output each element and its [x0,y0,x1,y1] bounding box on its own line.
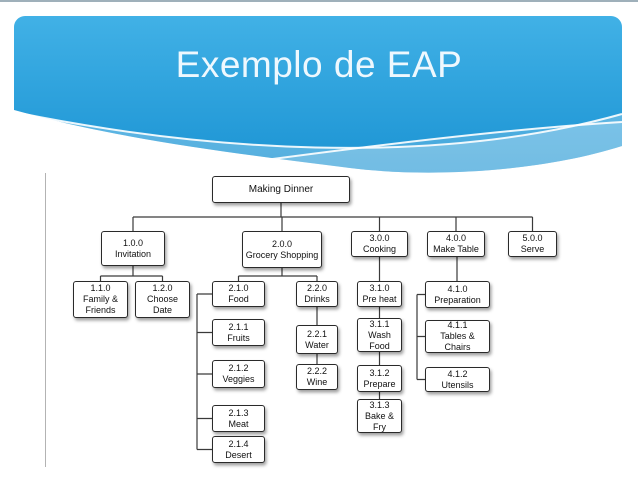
wbs-node-2-1-4: 2.1.4 Desert [212,436,265,463]
connector-grocery-children [237,268,318,281]
node-code: 5.0.0 [522,233,543,243]
wbs-node-3-1-1: 3.1.1 Wash Food [357,318,402,352]
node-label: Making Dinner [248,184,314,195]
node-code: 2.2.0 [306,283,328,293]
node-label: Veggies [222,374,255,384]
node-code: 4.1.0 [447,283,468,294]
slide-title: Exemplo de EAP [175,44,463,85]
wbs-node-2-1-1: 2.1.1 Fruits [212,319,265,346]
wbs-node-1-2-0: 1.2.0 Choose Date [135,281,190,318]
connector-preparation-ladder [416,293,425,381]
wbs-node-4-1-2: 4.1.2 Utensils [425,367,490,392]
wbs-node-1-0-0: 1.0.0 Invitation [101,231,165,266]
wbs-node-5-0-0: 5.0.0 Serve [508,231,557,257]
wbs-node-2-1-0: 2.1.0 Food [212,281,265,307]
node-label: Make Table [433,244,479,254]
wbs-node-4-1-1: 4.1.1 Tables & Chairs [425,320,490,353]
wbs-node-2-1-2: 2.1.2 Veggies [212,360,265,388]
node-code: 2.1.4 [228,438,249,449]
header-wave-fill-2 [140,122,622,177]
node-code: 3.1.2 [369,367,390,378]
wbs-node-2-1-3: 2.1.3 Meat [212,405,265,432]
node-code: 2.1.3 [228,407,249,418]
wbs-node-1-1-0: 1.1.0 Family & Friends [73,281,128,318]
node-label: Wash Food [368,329,391,351]
header-wave-fill-1 [14,110,622,173]
wbs-node-3-0-0: 3.0.0 Cooking [351,231,408,257]
node-code: 3.0.0 [369,233,390,243]
node-code: 2.0.0 [271,238,293,249]
node-label: Grocery Shopping [245,249,319,260]
node-label: Choose Date [146,294,179,315]
node-code: 2.1.2 [228,363,249,373]
node-code: 3.1.1 [369,318,390,329]
node-label: Utensils [441,379,474,390]
node-code: 3.1.0 [369,283,390,293]
connector-invitation-children [99,266,164,281]
node-label: Drinks [304,294,330,304]
wbs-node-4-1-0: 4.1.0 Preparation [425,281,490,308]
header-banner [13,16,623,178]
node-label: Meat [228,418,249,429]
node-code: 1.2.0 [152,283,173,293]
node-label: Fruits [227,332,250,343]
node-code: 2.1.0 [228,283,249,293]
node-code: 1.1.0 [90,283,111,293]
left-vertical-rule [45,173,46,467]
wbs-node-2-0-0: 2.0.0 Grocery Shopping [242,231,322,268]
node-code: 2.2.1 [306,328,328,339]
node-label: Desert [225,449,252,460]
node-label: Prepare [363,378,396,389]
node-label: Bake & Fry [364,410,395,432]
wbs-node-4-0-0: 4.0.0 Make Table [427,231,485,257]
node-label: Serve [520,244,545,254]
wbs-node-2-2-2: 2.2.2 Wine [296,364,338,390]
connector-level1-bus [132,203,534,231]
node-label: Family & Friends [82,294,118,315]
header-background [14,16,622,173]
wbs-node-3-1-2: 3.1.2 Prepare [357,365,402,392]
wbs-node-root: Making Dinner [212,176,350,203]
node-label: Preparation [434,294,481,305]
node-label: Invitation [114,248,152,259]
header-wave-line-1 [13,111,623,149]
node-label: Pre heat [362,294,397,304]
header-wave-line-2 [139,121,623,178]
node-code: 4.1.1 [447,320,468,330]
wbs-node-3-1-0: 3.1.0 Pre heat [357,281,402,307]
node-label: Wine [306,377,328,387]
wbs-node-2-2-0: 2.2.0 Drinks [296,281,338,307]
node-label: Tables & Chairs [440,331,475,352]
node-code: 3.1.3 [369,399,390,410]
node-code: 2.2.2 [306,366,328,376]
wbs-node-2-2-1: 2.2.1 Water [296,325,338,354]
node-label: Cooking [362,244,397,254]
node-code: 2.1.1 [228,321,249,332]
node-code: 4.0.0 [445,233,467,243]
top-edge-strip [0,0,638,2]
node-label: Water [305,339,329,350]
connector-food-ladder [196,293,212,451]
node-label: Food [228,294,249,304]
node-code: 1.0.0 [122,237,144,248]
wbs-node-3-1-3: 3.1.3 Bake & Fry [357,399,402,433]
node-code: 4.1.2 [447,368,468,379]
